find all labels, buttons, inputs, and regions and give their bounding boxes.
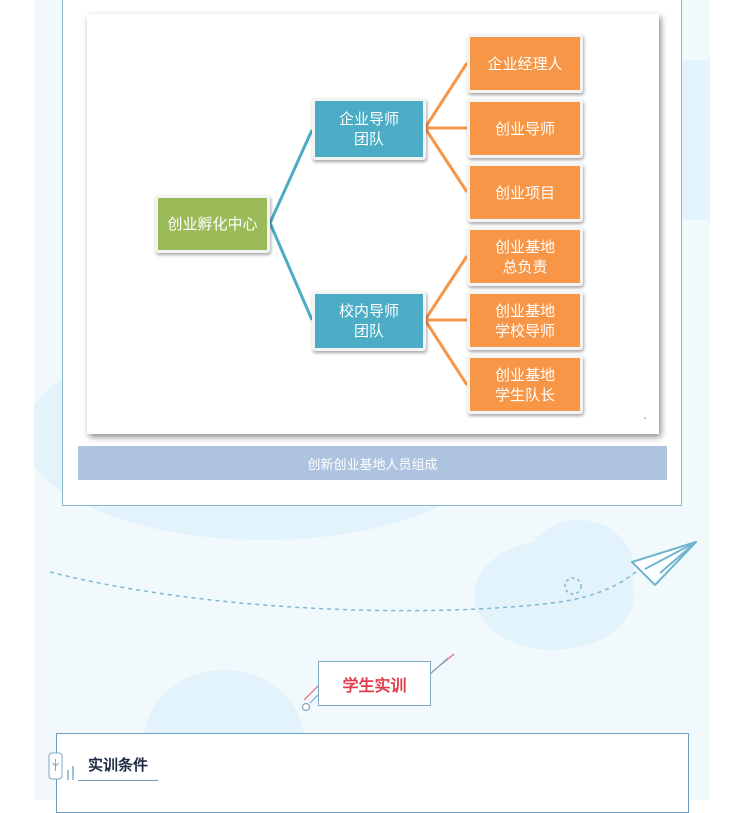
node-leaf: 创业项目	[467, 163, 583, 222]
dashed-flight-path	[49, 559, 651, 612]
node-root: 创业孵化中心	[155, 195, 270, 253]
section-title: 学生实训	[342, 675, 407, 695]
sub-heading: 实训条件	[88, 756, 149, 774]
node-leaf-label: 创业项目	[494, 183, 555, 202]
org-chart-connectors	[268, 62, 646, 419]
blue-stroke	[427, 657, 449, 677]
node-group-1: 企业导师 团队	[312, 98, 426, 160]
node-group-2: 校内导师 团队	[312, 291, 426, 351]
node-group-2-label: 校内导师 团队	[338, 302, 399, 340]
diagram-caption: 创新创业基地人员组成	[78, 446, 667, 480]
dot-mark	[644, 417, 646, 419]
node-root-label: 创业孵化中心	[167, 215, 258, 233]
flight-path-decoration	[49, 541, 697, 612]
leaf-icon	[48, 752, 74, 780]
node-leaf: 企业经理人	[467, 34, 583, 93]
node-leaf: 创业基地 学生队长	[467, 355, 583, 414]
root-connector	[268, 129, 314, 321]
loop-mark	[564, 577, 582, 595]
node-leaf-label: 创业导师	[494, 119, 555, 138]
node-leaf: 创业导师	[467, 99, 583, 158]
node-leaf-label: 创业基地 总负责	[494, 237, 555, 276]
node-leaf: 创业基地 总负责	[467, 227, 583, 286]
training-conditions-frame	[56, 733, 689, 813]
node-leaf: 创业基地 学校导师	[467, 291, 583, 350]
node-group-1-label: 企业导师 团队	[338, 110, 399, 148]
background-cloud	[524, 520, 634, 620]
sub-heading-underline	[78, 780, 158, 781]
node-leaf-label: 创业基地 学生队长	[494, 365, 555, 404]
org-chart-card: 创业孵化中心 企业导师 团队 校内导师 团队 企业经理人 创业导师 创业项目 创…	[87, 14, 659, 434]
small-circle	[301, 702, 311, 712]
group-1-connector	[423, 62, 469, 193]
group-2-connector	[423, 255, 469, 386]
paper-plane-icon	[631, 541, 697, 586]
node-leaf-label: 企业经理人	[487, 54, 563, 73]
section-title-badge: 学生实训	[318, 661, 431, 706]
node-leaf-label: 创业基地 学校导师	[494, 301, 555, 340]
